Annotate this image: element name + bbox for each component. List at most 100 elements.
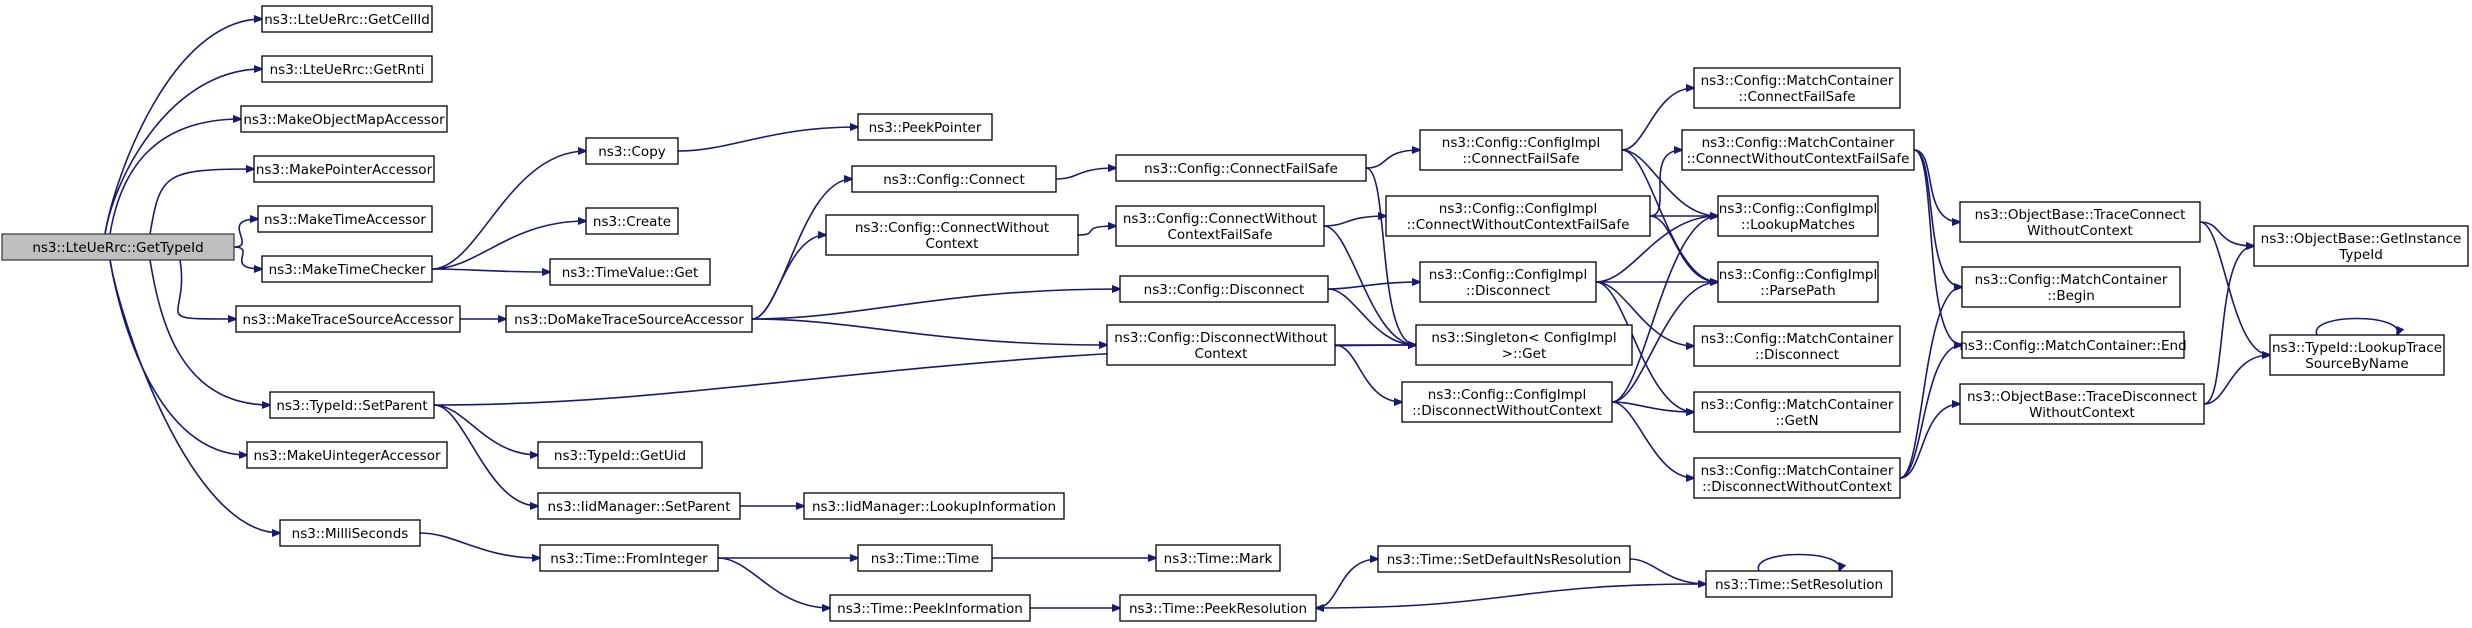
graph-node[interactable]: ns3::LteUeRrc::GetCellId	[261, 5, 433, 33]
graph-node[interactable]: ns3::MakeObjectMapAccessor	[240, 105, 448, 133]
graph-node[interactable]: ns3::ObjectBase::TraceConnectWithoutCont…	[1959, 201, 2201, 243]
node-label: ns3::ObjectBase::TraceConnect	[1975, 207, 2186, 223]
call-edge	[1899, 345, 1962, 479]
node-box	[1959, 383, 2205, 425]
call-edge	[751, 289, 1120, 320]
graph-node[interactable]: ns3::Config::MatchContainer::ConnectWith…	[1681, 129, 1915, 171]
call-edge	[1595, 281, 1694, 412]
graph-node[interactable]: ns3::Config::ConnectWithoutContextFailSa…	[1115, 205, 1325, 247]
call-edge	[1327, 282, 1420, 290]
graph-node[interactable]: ns3::Config::MatchContainer::ConnectFail…	[1693, 67, 1901, 109]
node-label: ns3::Time::SetDefaultNsResolution	[1387, 552, 1622, 568]
graph-node[interactable]: ns3::Time::SetDefaultNsResolution	[1377, 545, 1631, 573]
call-edge	[2203, 355, 2270, 405]
node-box	[2253, 225, 2469, 267]
call-edge	[1316, 583, 1707, 608]
graph-node[interactable]: ns3::Config::ConfigImpl::LookupMatches	[1717, 195, 1879, 237]
graph-node[interactable]: ns3::Create	[585, 207, 679, 235]
graph-node[interactable]: ns3::Singleton< ConfigImpl >::Get	[1415, 324, 1633, 366]
graph-node[interactable]: ns3::IidManager::SetParent	[537, 492, 741, 520]
graph-node[interactable]: ns3::Config::ConnectWithoutContext	[825, 214, 1079, 256]
node-box	[505, 305, 753, 333]
graph-node[interactable]: ns3::Time::SetResolution	[1705, 570, 1893, 598]
node-label: ns3::Time::PeekResolution	[1129, 601, 1307, 617]
node-box	[1385, 195, 1651, 237]
graph-node[interactable]: ns3::TypeId::SetParent	[269, 391, 435, 419]
node-box	[261, 5, 433, 33]
graph-node[interactable]: ns3::Time::PeekInformation	[829, 594, 1031, 622]
call-edge	[1757, 553, 1839, 572]
graph-node[interactable]: ns3::TimeValue::Get	[549, 258, 711, 286]
graph-node[interactable]: ns3::Config::ConfigImpl::ConnectFailSafe	[1419, 129, 1623, 171]
node-label: ns3::MakeTimeChecker	[269, 262, 426, 278]
graph-node[interactable]: ns3::TypeId::GetUid	[537, 441, 703, 469]
call-edge	[2203, 246, 2254, 405]
call-edge	[1323, 225, 1416, 345]
graph-node[interactable]: ns3::Copy	[585, 137, 679, 165]
graph-node[interactable]: ns3::MilliSeconds	[279, 519, 421, 547]
node-label: ::Disconnect	[1755, 347, 1839, 363]
node-box	[269, 391, 435, 419]
node-layer: ns3::LteUeRrc::GetTypeId ns3::LteUeRrc::G…	[1, 5, 2469, 622]
node-label: ns3::LteUeRrc::GetRnti	[270, 62, 425, 78]
node-box	[257, 205, 433, 233]
graph-node[interactable]: ns3::LteUeRrc::GetRnti	[261, 55, 433, 83]
call-edge	[1899, 287, 1962, 479]
graph-node[interactable]: ns3::MakeUintegerAccessor	[246, 441, 448, 469]
graph-node[interactable]: ns3::PeekPointer	[857, 113, 993, 141]
node-box	[585, 137, 679, 165]
call-edge	[751, 235, 826, 320]
node-box	[1415, 324, 1633, 366]
node-box	[1401, 381, 1613, 423]
graph-node[interactable]: ns3::Config::Disconnect	[1119, 275, 1329, 303]
node-label: ns3::Singleton< ConfigImpl	[1431, 330, 1616, 346]
graph-node[interactable]: ns3::Config::ConfigImpl::ParsePath	[1717, 261, 1879, 303]
graph-node[interactable]: ns3::LteUeRrc::GetTypeId	[1, 233, 235, 261]
node-label: WithoutContext	[2027, 223, 2133, 239]
node-label: ::ConnectFailSafe	[1738, 89, 1855, 105]
graph-node[interactable]: ns3::Config::ConfigImpl::ConnectWithoutC…	[1385, 195, 1651, 237]
call-edge	[1913, 149, 1962, 345]
graph-node[interactable]: ns3::Config::ConnectFailSafe	[1115, 154, 1367, 182]
node-label: ns3::Config::ConfigImpl	[1442, 135, 1600, 151]
graph-node[interactable]: ns3::Time::Time	[857, 544, 993, 572]
graph-node[interactable]: ns3::Time::FromInteger	[539, 544, 719, 572]
graph-node[interactable]: ns3::MakeTraceSourceAccessor	[235, 305, 461, 333]
graph-node[interactable]: ns3::MakeTimeAccessor	[257, 205, 433, 233]
node-label: ns3::Config::MatchContainer	[1702, 135, 1895, 151]
graph-node[interactable]: ns3::MakePointerAccessor	[253, 155, 435, 183]
node-label: ns3::Config::ConnectWithout	[1123, 211, 1317, 227]
node-label: ns3::ObjectBase::GetInstance	[2261, 231, 2462, 247]
node-label: ::LookupMatches	[1741, 217, 1855, 233]
graph-node[interactable]: ns3::MakeTimeChecker	[261, 255, 433, 283]
node-label: ::Disconnect	[1466, 283, 1550, 299]
node-label: ns3::Time::PeekInformation	[837, 601, 1023, 617]
call-edge	[104, 19, 262, 235]
node-label: WithoutContext	[2029, 405, 2135, 421]
node-label: ns3::TypeId::SetParent	[276, 398, 427, 414]
graph-node[interactable]: ns3::IidManager::LookupInformation	[803, 492, 1065, 520]
graph-node[interactable]: ns3::Config::MatchContainer::Disconnect	[1693, 325, 1901, 367]
graph-node[interactable]: ns3::Config::MatchContainer::DisconnectW…	[1693, 457, 1901, 499]
graph-node[interactable]: ns3::Time::Mark	[1155, 544, 1281, 572]
graph-node[interactable]: ns3::Config::Connect	[851, 165, 1057, 193]
graph-node[interactable]: ns3::ObjectBase::TraceDisconnectWithoutC…	[1959, 383, 2205, 425]
node-box	[246, 441, 448, 469]
call-edge	[1899, 404, 1960, 479]
node-box	[1693, 67, 1901, 109]
graph-node[interactable]: ns3::Config::ConfigImpl::DisconnectWitho…	[1401, 381, 1613, 423]
node-label: ns3::Config::ConfigImpl	[1428, 387, 1586, 403]
node-box	[1717, 195, 1879, 237]
graph-node[interactable]: ns3::Config::MatchContainer::End	[1959, 331, 2187, 359]
node-label: ns3::MakeUintegerAccessor	[253, 448, 441, 464]
graph-node[interactable]: ns3::Config::MatchContainer::GetN	[1693, 391, 1901, 433]
call-edge	[1595, 281, 1694, 346]
node-box	[537, 492, 741, 520]
graph-node[interactable]: ns3::Time::PeekResolution	[1119, 594, 1317, 622]
graph-node[interactable]: ns3::Config::DisconnectWithoutContext	[1106, 324, 1336, 366]
graph-node[interactable]: ns3::DoMakeTraceSourceAccessor	[505, 305, 753, 333]
graph-node[interactable]: ns3::Config::MatchContainer::Begin	[1961, 266, 2181, 308]
graph-node[interactable]: ns3::Config::ConfigImpl::Disconnect	[1419, 261, 1597, 303]
